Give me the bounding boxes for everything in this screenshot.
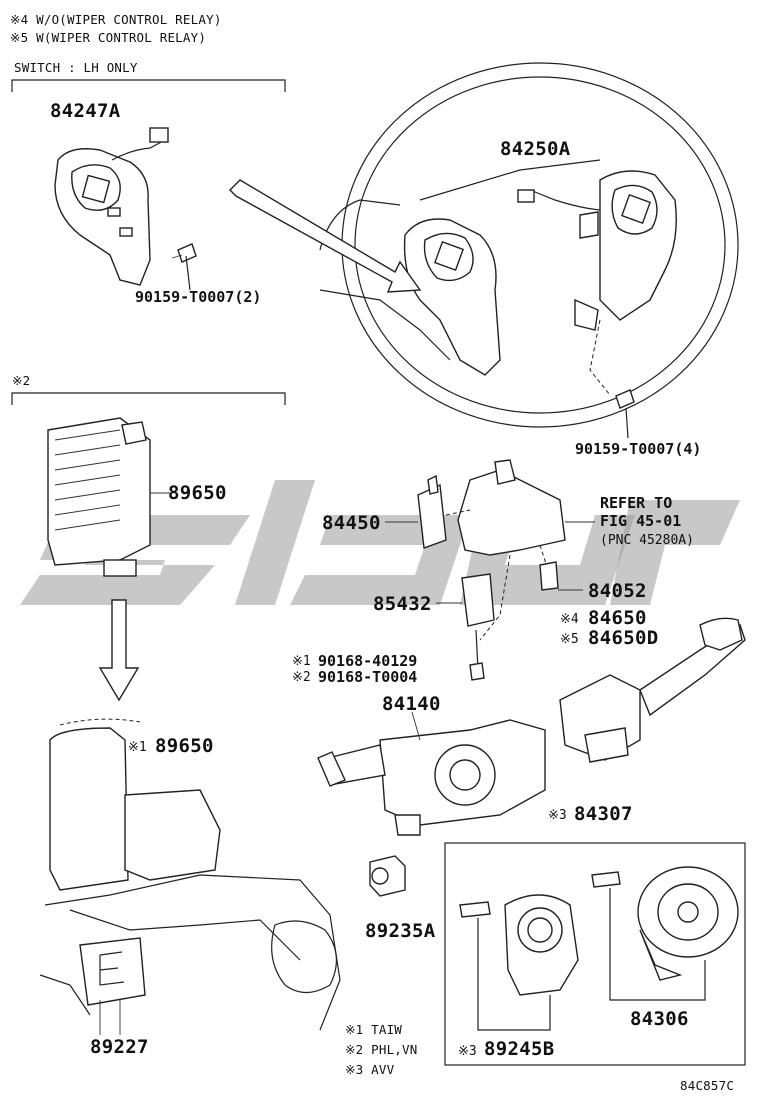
- part-84052-label[interactable]: 84052: [588, 580, 647, 602]
- clockspring-box: [444, 842, 746, 1066]
- group2-bracket: [11, 392, 286, 405]
- part-84307-mark: ※3: [548, 808, 567, 823]
- part-90159-4-label[interactable]: 90159-T0007(4): [575, 440, 702, 458]
- light-switch-drawing: [317, 719, 546, 836]
- steering-wheel-drawing: [319, 62, 739, 439]
- module-mount-drawing: [39, 718, 341, 1031]
- part-89235a-label[interactable]: 89235A: [365, 920, 436, 942]
- part-84247a-label[interactable]: 84247A: [50, 100, 121, 122]
- refer-pnc-label[interactable]: (PNC 45280A): [600, 533, 694, 548]
- part-90168-t0004-mark: ※2: [292, 670, 311, 685]
- part-84307-label[interactable]: 84307: [574, 803, 633, 825]
- note-switch-lh-only: SWITCH : LH ONLY: [14, 60, 138, 75]
- part-90168-t0004-label[interactable]: 90168-T0004: [318, 668, 418, 686]
- part-89650-b-mark: ※1: [128, 740, 147, 755]
- legend-avv: ※3 AVV: [345, 1062, 395, 1077]
- note-without-wiper-relay: ※4 W/O(WIPER CONTROL RELAY): [10, 12, 222, 27]
- part-84250a-label[interactable]: 84250A: [500, 138, 571, 160]
- part-89650-b-label[interactable]: 89650: [155, 735, 214, 757]
- part-90159-2-label[interactable]: 90159-T0007(2): [135, 288, 262, 306]
- part-89650-label[interactable]: 89650: [168, 482, 227, 504]
- sensor-89235a-drawing: [369, 855, 406, 897]
- refer-to-label[interactable]: REFER TO: [600, 494, 673, 512]
- wiper-switch-drawing: [559, 617, 746, 763]
- part-90168-40129-mark: ※1: [292, 654, 311, 669]
- refer-fig-label[interactable]: FIG 45-01: [600, 512, 682, 530]
- legend-taiw: ※1 TAIW: [345, 1022, 403, 1037]
- leader-lines: [99, 492, 595, 1035]
- bracket-84450-drawing: [417, 459, 566, 681]
- part-84140-label[interactable]: 84140: [382, 693, 441, 715]
- part-84650d-mark: ※5: [560, 632, 579, 647]
- switch-bracket: [11, 79, 286, 92]
- part-90168-40129-label[interactable]: 90168-40129: [318, 652, 418, 670]
- switch-84247a-drawing: [54, 127, 197, 291]
- part-85432-label[interactable]: 85432: [373, 593, 432, 615]
- down-arrow: [98, 599, 140, 702]
- legend-phl-vn: ※2 PHL,VN: [345, 1042, 418, 1057]
- part-84306-label[interactable]: 84306: [630, 1008, 689, 1030]
- sensor-89245b-drawing: [459, 894, 579, 1031]
- install-arrow: [229, 179, 422, 293]
- part-84650d-label[interactable]: 84650D: [588, 627, 659, 649]
- module-89650-drawing: [47, 417, 151, 577]
- part-89245b-mark: ※3: [458, 1044, 477, 1059]
- part-84450-label[interactable]: 84450: [322, 512, 381, 534]
- part-89227-label[interactable]: 89227: [90, 1036, 149, 1058]
- figure-code: 84C857C: [680, 1078, 735, 1093]
- part-89245b-label[interactable]: 89245B: [484, 1038, 555, 1060]
- note-group-2: ※2: [12, 373, 31, 388]
- clockspring-84306-drawing: [591, 866, 739, 1001]
- note-with-wiper-relay: ※5 W(WIPER CONTROL RELAY): [10, 30, 207, 45]
- part-84650-mark: ※4: [560, 612, 579, 627]
- part-84650-label[interactable]: 84650: [588, 607, 647, 629]
